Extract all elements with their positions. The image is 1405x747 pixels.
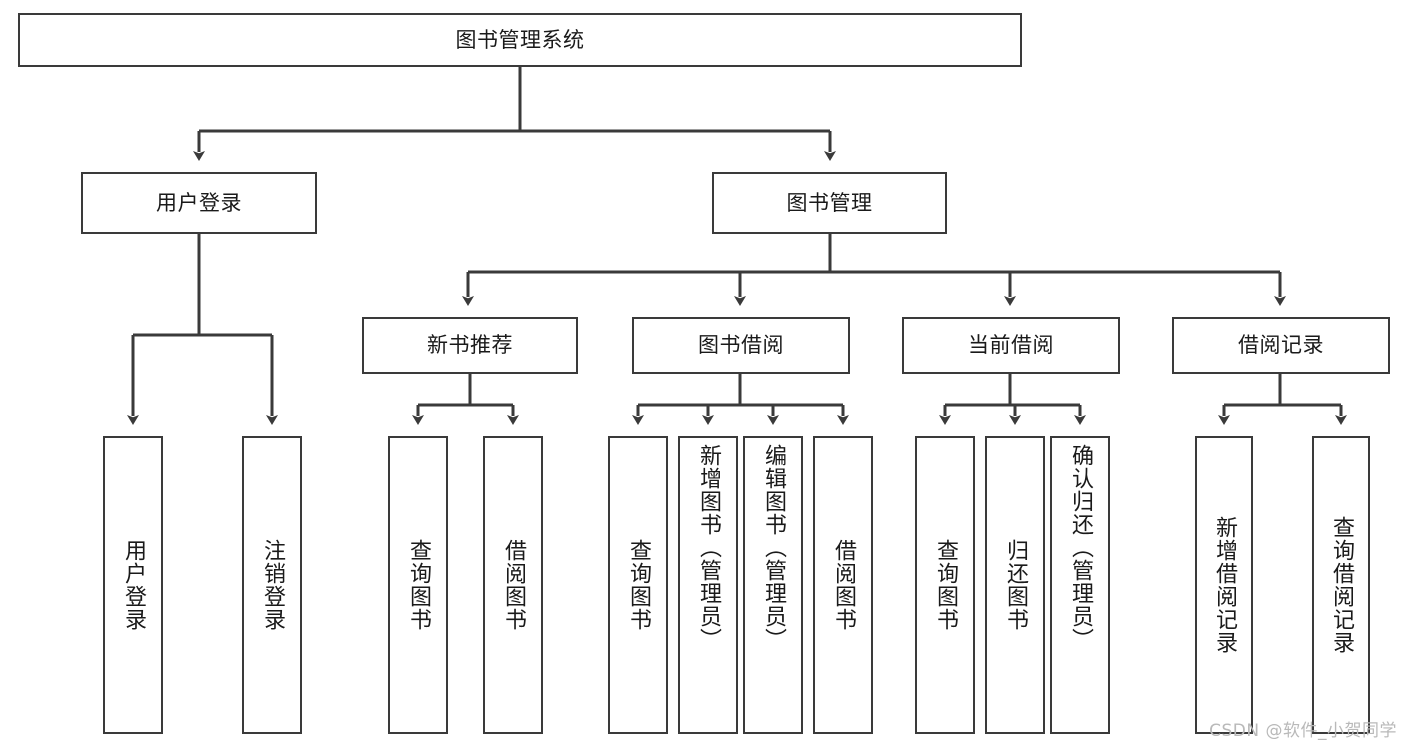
- node-leaf-query-book-cb[interactable]: 查询图书: [915, 436, 975, 734]
- node-leaf-return-book[interactable]: 归还图书: [985, 436, 1045, 734]
- node-leaf-query-record[interactable]: 查询借阅记录: [1312, 436, 1370, 734]
- node-current-borrow[interactable]: 当前借阅: [902, 317, 1120, 374]
- node-book-management-label: 图书管理: [786, 190, 873, 215]
- node-new-book-recommend[interactable]: 新书推荐: [362, 317, 578, 374]
- node-leaf-user-logout-label: 注销登录: [259, 539, 285, 631]
- node-root-label: 图书管理系统: [455, 27, 585, 52]
- node-book-management[interactable]: 图书管理: [712, 172, 947, 234]
- node-borrow-record-label: 借阅记录: [1238, 333, 1324, 358]
- watermark-text: CSDN @软件_小贺同学: [1209, 721, 1397, 741]
- node-new-book-recommend-label: 新书推荐: [427, 333, 513, 358]
- node-leaf-user-login-label: 用户登录: [120, 539, 146, 631]
- node-book-borrow[interactable]: 图书借阅: [632, 317, 850, 374]
- node-user-login[interactable]: 用户登录: [81, 172, 317, 234]
- node-leaf-add-book-admin[interactable]: 新增图书（管理员）: [678, 436, 738, 734]
- node-leaf-edit-book-admin[interactable]: 编辑图书（管理员）: [743, 436, 803, 734]
- node-leaf-query-book-bb-label: 查询图书: [625, 539, 651, 631]
- node-leaf-confirm-return-label: 确认归还（管理员）: [1067, 444, 1093, 651]
- node-current-borrow-label: 当前借阅: [968, 333, 1054, 358]
- node-user-login-label: 用户登录: [156, 190, 242, 215]
- node-leaf-confirm-return[interactable]: 确认归还（管理员）: [1050, 436, 1110, 734]
- node-leaf-add-book-admin-label: 新增图书（管理员）: [695, 444, 721, 651]
- node-leaf-borrow-book-new-label: 借阅图书: [500, 539, 526, 631]
- node-leaf-query-record-label: 查询借阅记录: [1328, 516, 1354, 654]
- node-borrow-record[interactable]: 借阅记录: [1172, 317, 1390, 374]
- node-leaf-return-book-label: 归还图书: [1002, 539, 1028, 631]
- node-leaf-query-book-cb-label: 查询图书: [932, 539, 958, 631]
- node-leaf-edit-book-admin-label: 编辑图书（管理员）: [760, 444, 786, 651]
- node-leaf-user-logout[interactable]: 注销登录: [242, 436, 302, 734]
- node-leaf-query-book-new[interactable]: 查询图书: [388, 436, 448, 734]
- node-leaf-add-record[interactable]: 新增借阅记录: [1195, 436, 1253, 734]
- node-leaf-query-book-new-label: 查询图书: [405, 539, 431, 631]
- node-leaf-query-book-bb[interactable]: 查询图书: [608, 436, 668, 734]
- node-book-borrow-label: 图书借阅: [698, 333, 784, 358]
- node-leaf-borrow-book-bb[interactable]: 借阅图书: [813, 436, 873, 734]
- node-leaf-borrow-book-bb-label: 借阅图书: [830, 539, 856, 631]
- node-leaf-borrow-book-new[interactable]: 借阅图书: [483, 436, 543, 734]
- node-root[interactable]: 图书管理系统: [18, 13, 1022, 67]
- node-leaf-user-login[interactable]: 用户登录: [103, 436, 163, 734]
- node-leaf-add-record-label: 新增借阅记录: [1211, 516, 1237, 654]
